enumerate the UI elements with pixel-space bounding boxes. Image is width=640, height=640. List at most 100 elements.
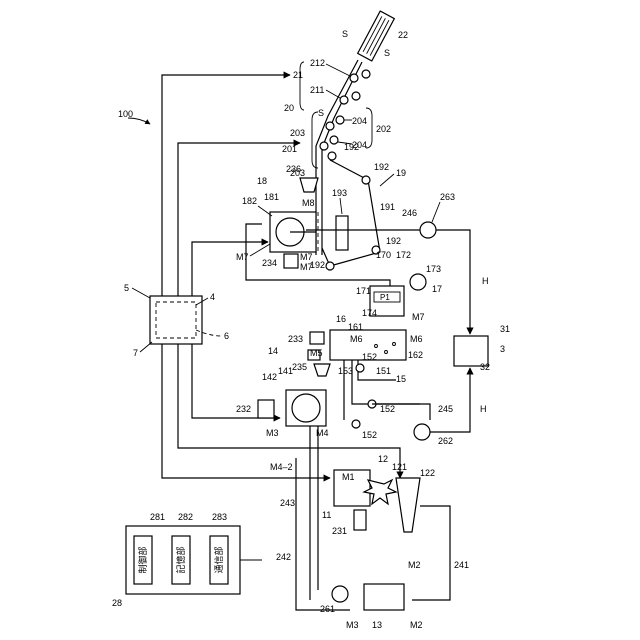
brace-20 bbox=[312, 112, 318, 168]
label-174: 174 bbox=[362, 308, 377, 318]
label-152c: 152 bbox=[362, 430, 377, 440]
label-18: 18 bbox=[257, 176, 267, 186]
label-s2: S bbox=[384, 48, 390, 58]
label-242: 242 bbox=[276, 552, 291, 562]
label-11: 11 bbox=[322, 510, 331, 520]
label-p1: P1 bbox=[380, 293, 390, 302]
label-262: 262 bbox=[438, 436, 453, 446]
label-263: 263 bbox=[440, 192, 455, 202]
label-282: 282 bbox=[178, 512, 193, 522]
label-14: 14 bbox=[268, 346, 278, 356]
unit-281-name: 制御部 bbox=[137, 546, 149, 573]
line-241 bbox=[412, 506, 450, 600]
unit-282-name: 記憶部 bbox=[175, 546, 187, 573]
roller-204a bbox=[336, 116, 344, 124]
leader-7 bbox=[140, 342, 152, 352]
label-236: 236 bbox=[286, 164, 301, 174]
label-122: 122 bbox=[420, 468, 435, 478]
label-32: 32 bbox=[480, 362, 490, 372]
leader-182 bbox=[258, 206, 272, 216]
label-202: 202 bbox=[376, 124, 391, 134]
leader-212 bbox=[326, 64, 350, 76]
label-161: 161 bbox=[348, 322, 363, 332]
label-h1: H bbox=[482, 276, 489, 286]
line-h-bottom bbox=[430, 368, 470, 432]
belt-191 bbox=[322, 160, 380, 266]
label-6: 6 bbox=[224, 331, 229, 341]
pump-261 bbox=[332, 586, 348, 602]
label-182: 182 bbox=[242, 196, 257, 206]
leader-263 bbox=[432, 202, 440, 222]
label-192c: 192 bbox=[386, 236, 401, 246]
label-162: 162 bbox=[408, 350, 423, 360]
label-232: 232 bbox=[236, 404, 251, 414]
pump-263 bbox=[420, 222, 436, 238]
label-152a: 152 bbox=[362, 352, 377, 362]
sensor-236 bbox=[300, 178, 318, 192]
label-16: 16 bbox=[336, 314, 346, 324]
label-m1: M1 bbox=[342, 472, 355, 482]
label-22: 22 bbox=[398, 30, 408, 40]
leader-193 bbox=[340, 198, 342, 214]
motor-232 bbox=[258, 400, 274, 418]
label-281: 281 bbox=[150, 512, 165, 522]
roller-212a bbox=[362, 70, 370, 78]
label-19: 19 bbox=[396, 168, 406, 178]
roller-212b bbox=[350, 74, 358, 82]
label-170: 170 bbox=[376, 250, 391, 260]
label-28: 28 bbox=[112, 598, 122, 608]
label-m3b: M3 bbox=[346, 620, 359, 630]
motor-231 bbox=[354, 510, 366, 530]
label-s1: S bbox=[342, 29, 348, 39]
label-192b: 192 bbox=[374, 162, 389, 172]
label-212: 212 bbox=[310, 58, 325, 68]
label-235: 235 bbox=[292, 362, 307, 372]
label-231: 231 bbox=[332, 526, 347, 536]
label-5: 5 bbox=[124, 283, 129, 293]
leader-211 bbox=[326, 90, 340, 98]
label-192a: 192 bbox=[344, 142, 359, 152]
label-3: 3 bbox=[500, 344, 505, 354]
label-261: 261 bbox=[320, 604, 335, 614]
label-203a: 203 bbox=[290, 128, 305, 138]
label-151: 151 bbox=[376, 366, 391, 376]
label-233: 233 bbox=[288, 334, 303, 344]
label-152b: 152 bbox=[380, 404, 395, 414]
label-m5: M5 bbox=[310, 348, 323, 358]
roller-192d bbox=[326, 262, 334, 270]
label-m2a: M2 bbox=[408, 560, 421, 570]
label-31: 31 bbox=[500, 324, 510, 334]
label-142: 142 bbox=[262, 372, 277, 382]
label-m3a: M3 bbox=[266, 428, 279, 438]
roller-152c bbox=[352, 420, 360, 428]
label-193: 193 bbox=[332, 188, 347, 198]
roller-192a bbox=[328, 152, 336, 160]
roller-203a bbox=[326, 122, 334, 130]
label-245: 245 bbox=[438, 404, 453, 414]
roller-203b bbox=[320, 142, 328, 150]
label-17: 17 bbox=[432, 284, 442, 294]
label-4: 4 bbox=[210, 292, 215, 302]
control-line-18 bbox=[192, 242, 268, 296]
label-191: 191 bbox=[380, 202, 395, 212]
unit-283-name: 通信部 bbox=[213, 546, 225, 573]
label-m7c: M7 bbox=[300, 262, 313, 272]
label-12: 12 bbox=[378, 454, 388, 464]
label-121: 121 bbox=[392, 462, 407, 472]
label-100: 100 bbox=[118, 109, 133, 119]
roller-204b bbox=[330, 136, 338, 144]
label-204a: 204 bbox=[352, 116, 367, 126]
label-20: 20 bbox=[284, 103, 294, 113]
label-m6b: M6 bbox=[410, 334, 423, 344]
label-211: 211 bbox=[310, 85, 324, 95]
motor-233 bbox=[310, 332, 324, 344]
label-13: 13 bbox=[372, 620, 382, 630]
roller-211a bbox=[352, 92, 360, 100]
sensor-235 bbox=[314, 364, 330, 376]
label-m7a: M7 bbox=[236, 252, 249, 262]
label-246: 246 bbox=[402, 208, 417, 218]
label-201: 201 bbox=[282, 144, 297, 154]
pump-262 bbox=[414, 424, 430, 440]
label-172: 172 bbox=[396, 250, 411, 260]
label-m2b: M2 bbox=[410, 620, 423, 630]
